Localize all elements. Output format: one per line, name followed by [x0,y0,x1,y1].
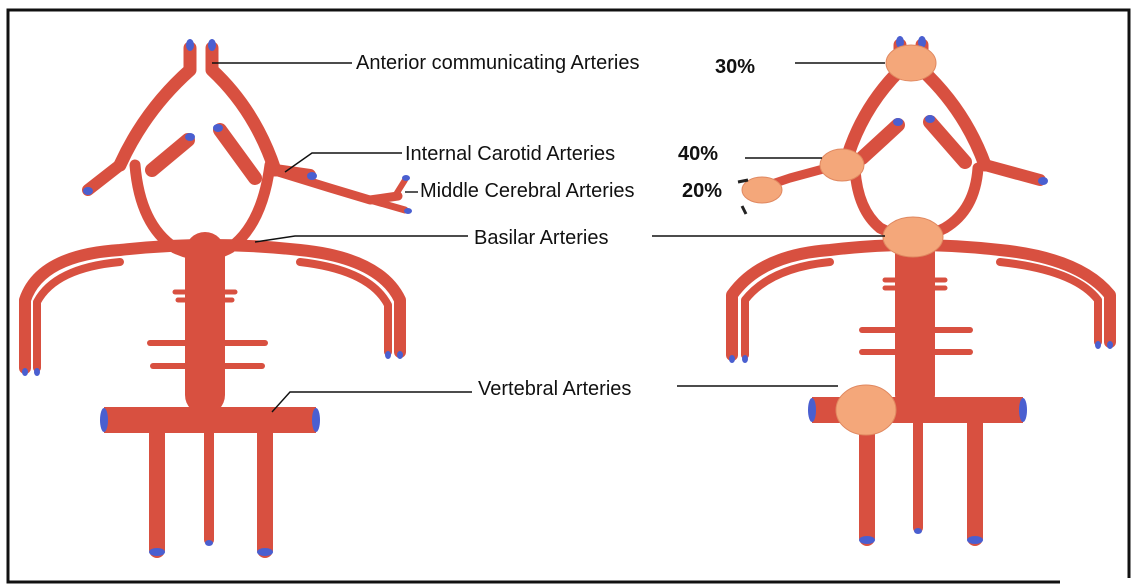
aneurysm-artery-diagram [732,45,1110,538]
anterior-communicating-aneurysm [886,45,936,81]
figure-border [8,10,1129,582]
middle-cerebral-percent: 20% [682,180,722,202]
normal-artery-diagram [25,48,405,550]
basilar-label: Basilar Arteries [474,227,609,249]
bottom-right-gap [1060,578,1133,586]
anterior-communicating-label: Anterior communicating Arteries [356,52,639,74]
internal-carotid-label: Internal Carotid Arteries [405,143,615,165]
basilar-aneurysm [883,217,943,257]
internal-carotid-aneurysm [820,149,864,181]
middle-cerebral-label: Middle Cerebral Arteries [420,180,635,202]
vertebral-label: Vertebral Arteries [478,378,631,400]
basilar-leader-left [255,236,468,242]
anterior-communicating-percent: 30% [715,56,755,78]
vertebral-aneurysm [836,385,896,435]
internal-carotid-percent: 40% [678,143,718,165]
